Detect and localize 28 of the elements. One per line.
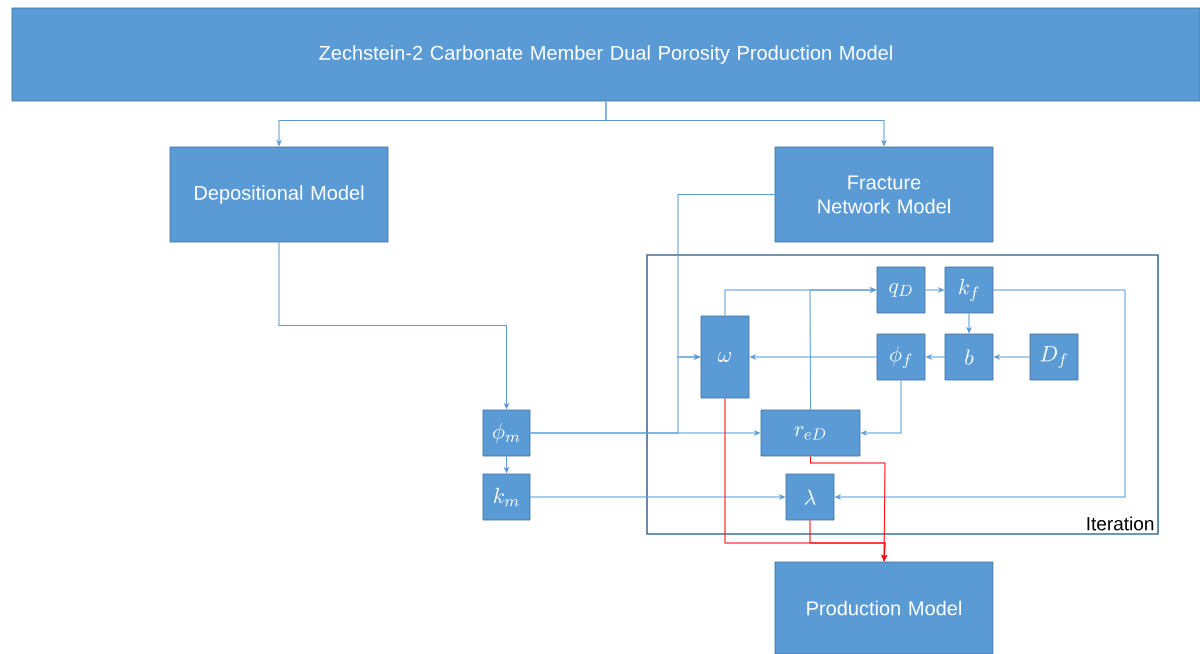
variable-box: $k_m$	[482, 473, 531, 521]
model-box: Production Model	[774, 561, 994, 654]
model-box: Depositional Model	[169, 146, 389, 243]
arrow	[750, 354, 878, 360]
arrow	[529, 430, 760, 436]
arrow	[278, 241, 509, 409]
arrow	[926, 354, 946, 360]
variable-box: $D_f$	[1029, 333, 1079, 381]
arrow	[605, 100, 887, 146]
variable-box: $k_f$	[944, 266, 994, 314]
arrow	[529, 494, 785, 500]
arrow	[861, 379, 902, 436]
arrow	[504, 455, 509, 473]
arrow	[994, 354, 1031, 360]
variable-box: $q_D$	[876, 266, 926, 314]
variable-box: $r_{eD}$	[760, 409, 861, 457]
variable-box: $\phi_m$	[482, 409, 531, 457]
arrow	[966, 312, 972, 333]
variable-box: $\phi_f$	[876, 333, 926, 381]
variable-box: $b$	[944, 333, 994, 381]
model-box: Fracture Network Model	[774, 146, 994, 243]
title-box: Zechstein-2 Carbonate Member Dual Porosity Production Model	[11, 7, 1200, 102]
arrow	[924, 287, 944, 293]
arrow	[809, 287, 876, 411]
arrow	[835, 289, 1126, 500]
variable-box: $\omega$	[700, 315, 750, 399]
variable-box: $\lambda$	[785, 473, 835, 521]
arrow	[810, 455, 887, 561]
